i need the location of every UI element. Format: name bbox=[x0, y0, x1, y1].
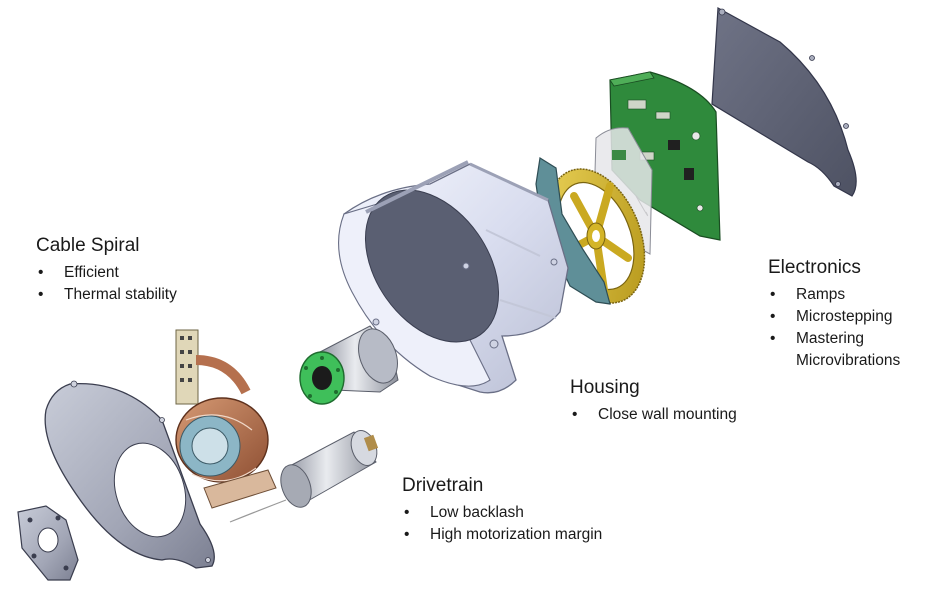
motor-cylinder bbox=[280, 430, 379, 508]
electronics-bullets: Ramps Microstepping Mastering Microvibra… bbox=[768, 284, 900, 372]
cable-spiral-bullets: Efficient Thermal stability bbox=[36, 262, 177, 306]
front-cover-plate bbox=[44, 380, 215, 569]
housing-label: Housing Close wall mounting bbox=[570, 376, 737, 426]
electronics-bullet-microstepping: Microstepping bbox=[768, 306, 900, 328]
cable-spiral bbox=[175, 329, 287, 523]
drivetrain-title: Drivetrain bbox=[402, 475, 484, 496]
drivetrain-bullet-margin: High motorization margin bbox=[402, 524, 602, 546]
cable-spiral-bullet-efficient: Efficient bbox=[36, 262, 177, 284]
electronics-bullet-mastering: Mastering bbox=[768, 328, 900, 350]
housing bbox=[338, 160, 569, 394]
cable-spiral-bullet-thermal: Thermal stability bbox=[36, 284, 177, 306]
rear-cover-plate bbox=[711, 7, 857, 197]
drive-shaft-flange bbox=[299, 325, 399, 405]
small-mount-bracket bbox=[17, 505, 79, 581]
housing-bullet-close-wall: Close wall mounting bbox=[570, 404, 737, 426]
electronics-bullet-ramps: Ramps bbox=[768, 284, 900, 306]
electronics-label: Electronics Ramps Microstepping Masterin… bbox=[768, 256, 900, 372]
housing-bullets: Close wall mounting bbox=[570, 404, 737, 426]
drivetrain-label: Drivetrain Low backlash High motorizatio… bbox=[402, 474, 602, 546]
drivetrain-bullet-low-backlash: Low backlash bbox=[402, 502, 602, 524]
electronics-bullet-microvibrations: Microvibrations bbox=[796, 352, 901, 369]
cable-spiral-title: Cable Spiral bbox=[36, 235, 140, 256]
electronics-title: Electronics bbox=[768, 257, 861, 278]
drivetrain-bullets: Low backlash High motorization margin bbox=[402, 502, 602, 546]
housing-title: Housing bbox=[570, 377, 640, 398]
cable-spiral-label: Cable Spiral Efficient Thermal stability bbox=[36, 234, 177, 306]
